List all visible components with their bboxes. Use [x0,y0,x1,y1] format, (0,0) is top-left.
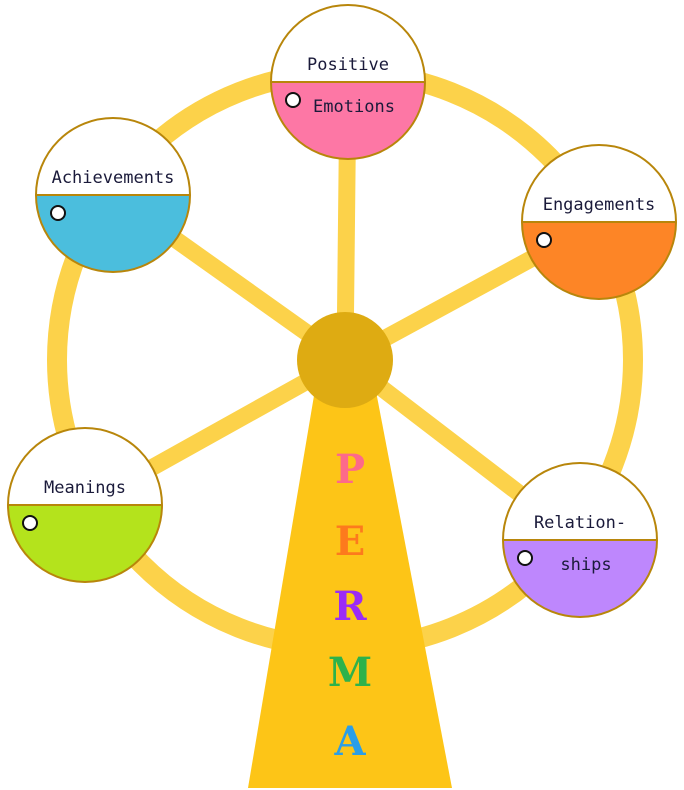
cabin-label-top: Relation- [534,513,626,533]
cabin-dot-icon [517,550,533,566]
cabin-dot-icon [50,205,66,221]
cabin-border [35,117,191,273]
perma-letter-e: E [335,518,366,565]
cabin-border [270,4,426,160]
cabin-label-top: Positive [307,55,389,75]
cabin-dot-icon [285,92,301,108]
wheel-hub [297,312,393,408]
perma-letter-a: A [333,718,366,765]
cabin-label-top: Meanings [44,478,126,498]
cabin-dot-icon [22,515,38,531]
perma-letter-m: M [328,649,372,696]
cabin-label-top: Engagements [543,195,656,215]
cabin-border [7,427,163,583]
cabin-border [521,144,677,300]
cabin-border [502,462,658,618]
wheel-cabins: PositiveEmotionsEngagementsRelation-ship… [7,4,677,618]
cabin-engagements: Engagements [521,144,677,300]
cabin-relationships: Relation-ships [502,462,658,618]
perma-letter-p: P [335,446,365,493]
cabin-meanings: Meanings [7,427,163,583]
cabin-label-bottom: ships [560,555,611,575]
cabin-dot-icon [536,232,552,248]
cabin-achievements: Achievements [35,117,191,273]
wheel-tower [248,360,452,788]
cabin-label-top: Achievements [52,168,175,188]
cabin-label-bottom: Emotions [313,97,395,117]
perma-letter-r: R [333,583,367,630]
